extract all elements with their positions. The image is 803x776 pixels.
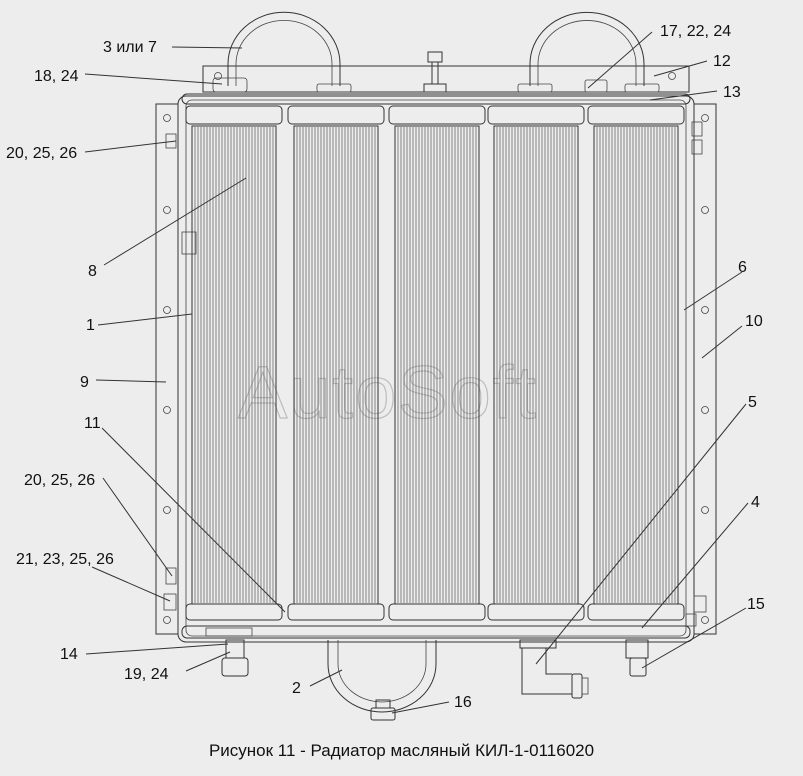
- callout-19-24: 19, 24: [124, 666, 169, 683]
- bottom-pipe: [327, 640, 437, 713]
- frame-tab: [181, 231, 197, 255]
- leader-lines: [84, 31, 749, 714]
- callout-20-25-26-top: 20, 25, 26: [6, 145, 77, 162]
- core-section-4: [487, 105, 585, 621]
- callout-11: 11: [84, 415, 101, 432]
- callout-5: 5: [748, 394, 757, 411]
- top-plug: [423, 51, 447, 93]
- right-top-pipe: [529, 11, 645, 86]
- core-section-1: [185, 105, 283, 621]
- left-bottom-fitting: [221, 639, 249, 677]
- callout-13: 13: [723, 84, 741, 101]
- callout-17-22-24: 17, 22, 24: [660, 23, 731, 40]
- top-fittings: [212, 77, 660, 93]
- frame-inner: [185, 99, 687, 637]
- callout-20-25-26-bottom: 20, 25, 26: [24, 472, 95, 489]
- callout-12: 12: [713, 53, 731, 70]
- callout-14: 14: [60, 646, 78, 663]
- callout-8: 8: [88, 263, 97, 280]
- callout-2: 2: [292, 680, 301, 697]
- outlet-pipe: [519, 639, 589, 699]
- figure-caption: Рисунок 11 - Радиатор масляный КИЛ-1-011…: [208, 741, 595, 760]
- core-section-2: [287, 105, 385, 621]
- core-section-5: [587, 105, 685, 621]
- callout-18-24: 18, 24: [34, 68, 79, 85]
- left-side-bracket: [155, 103, 179, 635]
- callout-16: 16: [454, 694, 472, 711]
- left-top-pipe: [227, 11, 341, 86]
- callout-10: 10: [745, 313, 763, 330]
- callout-9: 9: [80, 374, 89, 391]
- callout-4: 4: [751, 494, 760, 511]
- drain-plug: [370, 699, 396, 721]
- callout-1: 1: [86, 317, 95, 334]
- callout-3-or-7: 3 или 7: [103, 39, 157, 56]
- core-section-3: [388, 105, 486, 621]
- bottom-strip: [205, 627, 253, 637]
- watermark: AutoSoft: [238, 351, 538, 434]
- callout-21-23-25-26: 21, 23, 25, 26: [16, 551, 114, 568]
- radiator-drawing: AutoSoft: [6, 11, 765, 721]
- top-header-tube: [181, 93, 691, 105]
- callout-15: 15: [747, 596, 765, 613]
- right-side-bracket: [693, 103, 717, 635]
- bottom-header-tube: [181, 625, 691, 639]
- callout-6: 6: [738, 259, 747, 276]
- right-bottom-fitting: [625, 639, 649, 677]
